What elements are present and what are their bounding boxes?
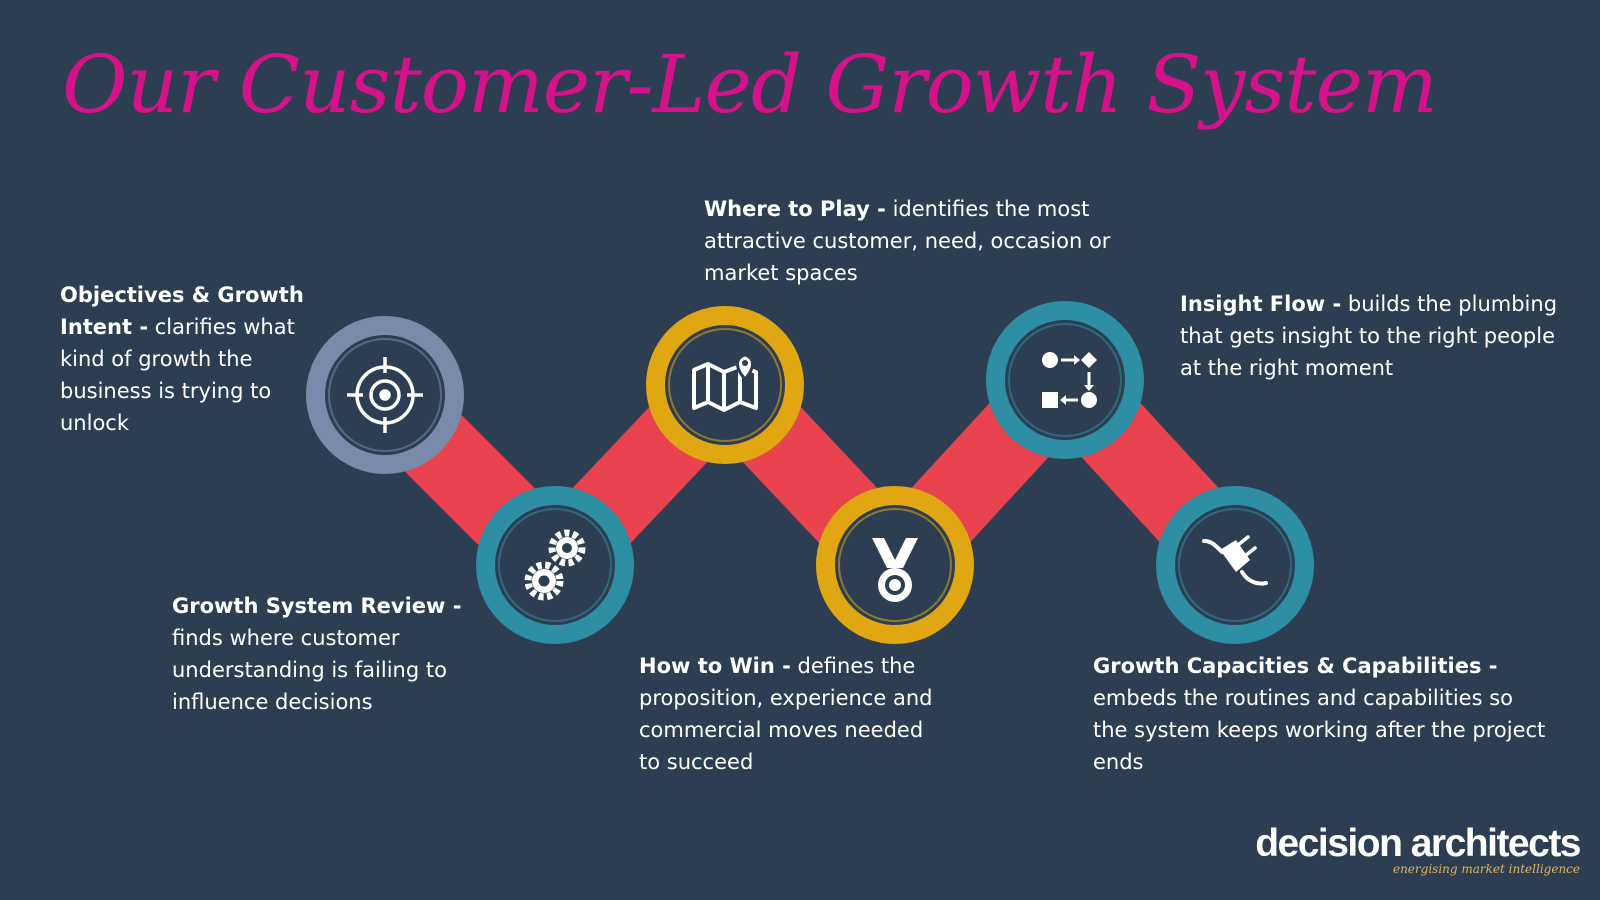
step-body: defines the proposition, experience and … [639,654,933,774]
step-heading: Where to Play - [704,197,886,221]
node-insight-flow [986,301,1144,459]
step-heading: Growth System Review - [172,594,462,618]
flow-icon [1042,352,1097,408]
map-icon [692,353,758,412]
step-where-to-play: Where to Play - identifies the most attr… [704,193,1124,289]
step-body: embeds the routines and capabilities so … [1093,686,1546,774]
company-logo: decision architects energising market in… [1255,822,1581,876]
plug-icon [1202,535,1268,586]
step-heading: Objectives & Growth Intent - [60,283,304,339]
logo-name: decision architects [1255,822,1581,865]
step-growth-capacities: Growth Capacities & Capabilities - embed… [1093,650,1553,778]
page-title: Our Customer-Led Growth System [62,38,1438,131]
step-body: builds the plumbing that gets insight to… [1180,292,1558,380]
gears-icon [524,529,586,601]
medal-icon [872,538,918,602]
node-growth-system-review [476,486,634,644]
step-body: finds where customer understanding is fa… [172,626,447,714]
step-insight-flow: Insight Flow - builds the plumbing that … [1180,288,1580,384]
logo-tagline: energising market intelligence [1392,862,1580,876]
step-growth-system-review: Growth System Review - finds where custo… [172,590,477,718]
step-heading: Growth Capacities & Capabilities - [1093,654,1498,678]
node-where-to-play [646,306,804,464]
step-body: clarifies what kind of growth the busine… [60,315,295,435]
node-objectives [306,316,464,474]
step-heading: Insight Flow - [1180,292,1342,316]
step-objectives: Objectives & Growth Intent - clarifies w… [60,279,305,439]
step-heading: How to Win - [639,654,791,678]
node-growth-capacities [1156,486,1314,644]
step-body: identifies the most attractive customer,… [704,197,1111,285]
target-icon [347,357,423,433]
node-how-to-win [816,486,974,644]
step-how-to-win: How to Win - defines the proposition, ex… [639,650,939,778]
